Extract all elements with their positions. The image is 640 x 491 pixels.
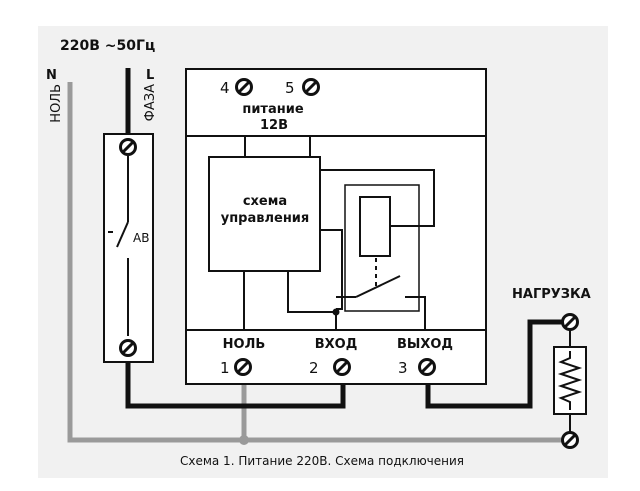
input-junction xyxy=(332,308,340,316)
control-label-line1: схема xyxy=(243,194,287,209)
control-box xyxy=(208,156,321,272)
phase-wire-label: ФАЗА xyxy=(143,84,158,121)
supply-voltage-label: 220В ~50Гц xyxy=(60,38,155,54)
relay-coil xyxy=(359,196,391,257)
relay-outline xyxy=(344,184,420,312)
terminal-3-number: 3 xyxy=(398,359,408,377)
diagram-caption: Схема 1. Питание 220В. Схема подключения xyxy=(180,454,464,468)
load-label: НАГРУЗКА xyxy=(512,287,591,302)
terminal-1-screw-icon xyxy=(234,358,252,376)
phase-wires xyxy=(125,68,563,409)
terminal-2-label: ВХОД xyxy=(315,337,358,352)
breaker-bottom-screw-icon xyxy=(119,339,137,357)
terminal-2-number: 2 xyxy=(309,359,319,377)
internal-wiring xyxy=(243,136,435,330)
breaker-top-screw-icon xyxy=(119,138,137,156)
terminal-5-screw-icon xyxy=(302,78,320,96)
power-voltage-label: 12В xyxy=(260,118,288,133)
terminal-4-screw-icon xyxy=(235,78,253,96)
phase-terminal-letter: L xyxy=(146,68,154,83)
load-top-screw-icon xyxy=(561,313,579,331)
breaker-label: АВ xyxy=(133,231,149,245)
neutral-junction xyxy=(239,435,249,445)
terminal-5-number: 5 xyxy=(285,79,295,97)
terminal-4-number: 4 xyxy=(220,79,230,97)
neutral-wire-label: НОЛЬ xyxy=(49,84,64,123)
resistor-icon xyxy=(557,351,583,410)
terminal-1-number: 1 xyxy=(220,359,230,377)
breaker-switch xyxy=(108,156,129,336)
terminal-2-screw-icon xyxy=(333,358,351,376)
terminal-3-label: ВЫХОД xyxy=(397,337,453,352)
neutral-terminal-letter: N xyxy=(46,68,57,83)
control-label-line2: управления xyxy=(221,211,310,226)
load-bottom-screw-icon xyxy=(561,431,579,449)
terminal-1-label: НОЛЬ xyxy=(223,337,266,352)
power-label: питание xyxy=(242,102,303,117)
terminal-3-screw-icon xyxy=(418,358,436,376)
